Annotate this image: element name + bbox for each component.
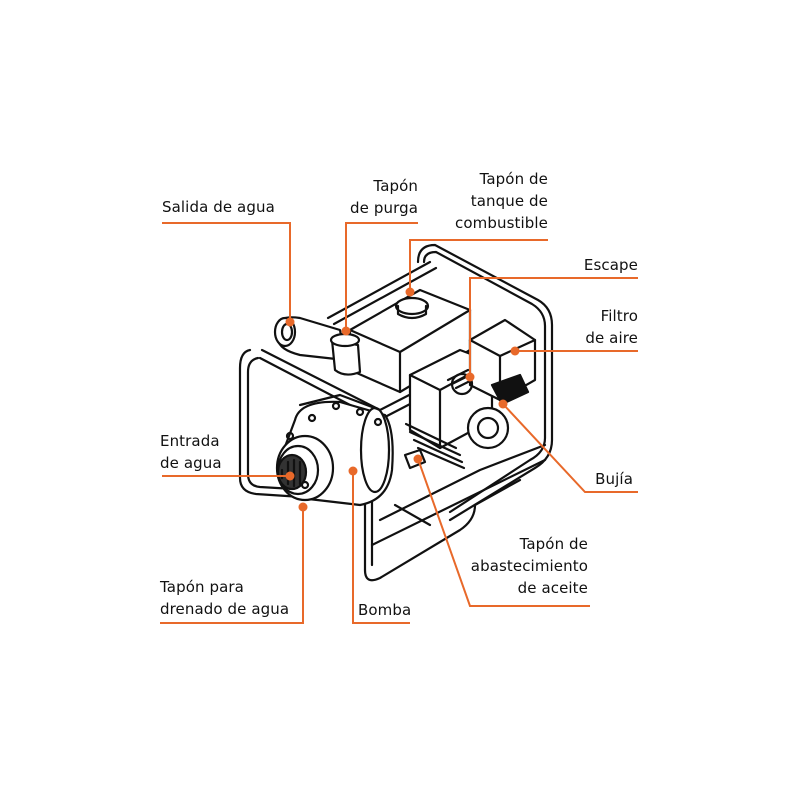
label-bujia: Bujía bbox=[595, 468, 633, 490]
dot-tapon-purga bbox=[341, 326, 351, 336]
dot-filtro-aire bbox=[510, 346, 520, 356]
dot-entrada-agua bbox=[285, 471, 295, 481]
label-bomba: Bomba bbox=[358, 599, 411, 621]
label-salida-agua: Salida de agua bbox=[162, 196, 275, 218]
label-tapon-aceite: Tapón de abastecimiento de aceite bbox=[471, 533, 588, 599]
dot-tapon-aceite bbox=[413, 454, 423, 464]
label-line: Tapón para bbox=[160, 578, 244, 596]
leader-lines bbox=[160, 222, 638, 624]
leader-tapon-purga bbox=[345, 222, 418, 331]
label-tapon-drenado: Tapón para drenado de agua bbox=[160, 576, 289, 620]
frame-front bbox=[363, 503, 477, 582]
label-line: de aceite bbox=[517, 579, 588, 597]
leader-tapon-tanque bbox=[409, 239, 548, 292]
priming-plug bbox=[330, 338, 362, 376]
leader-bomba bbox=[352, 471, 410, 624]
leader-dots bbox=[285, 287, 520, 512]
label-line: Escape bbox=[583, 256, 638, 274]
label-escape: Escape bbox=[584, 254, 638, 276]
label-line: de purga bbox=[350, 199, 418, 217]
dot-salida-agua bbox=[285, 317, 295, 327]
leader-bujia bbox=[502, 403, 638, 493]
leader-tapon-drenado bbox=[160, 507, 304, 624]
label-line: tanque de bbox=[470, 192, 548, 210]
leader-escape bbox=[469, 277, 638, 377]
dot-bujia bbox=[498, 399, 508, 409]
label-line: Salida de agua bbox=[162, 198, 275, 216]
label-line: Bujía bbox=[595, 470, 633, 488]
label-line: de aire bbox=[585, 329, 638, 347]
label-entrada-agua: Entrada de agua bbox=[160, 430, 222, 474]
label-tapon-purga: Tapón de purga bbox=[350, 175, 418, 219]
label-tapon-tanque: Tapón de tanque de combustible bbox=[455, 168, 548, 234]
dot-tapon-drenado bbox=[298, 502, 308, 512]
dot-escape bbox=[465, 372, 475, 382]
label-line: de agua bbox=[160, 454, 222, 472]
label-line: Bomba bbox=[358, 601, 412, 619]
frame-back bbox=[416, 243, 554, 522]
label-line: Tapón de bbox=[479, 170, 548, 188]
label-filtro-aire: Filtro de aire bbox=[585, 305, 638, 349]
spark-plug bbox=[490, 373, 530, 406]
label-line: combustible bbox=[455, 214, 548, 232]
label-line: Filtro bbox=[600, 307, 638, 325]
label-line: drenado de agua bbox=[160, 600, 290, 618]
dot-tapon-tanque bbox=[405, 287, 415, 297]
label-line: Tapón de bbox=[519, 535, 588, 553]
label-line: Entrada bbox=[160, 432, 220, 450]
leader-salida-agua bbox=[162, 222, 291, 322]
leader-tapon-aceite bbox=[417, 458, 590, 607]
dot-bomba bbox=[348, 466, 358, 476]
label-line: abastecimiento bbox=[470, 557, 588, 575]
label-line: Tapón bbox=[373, 177, 418, 195]
